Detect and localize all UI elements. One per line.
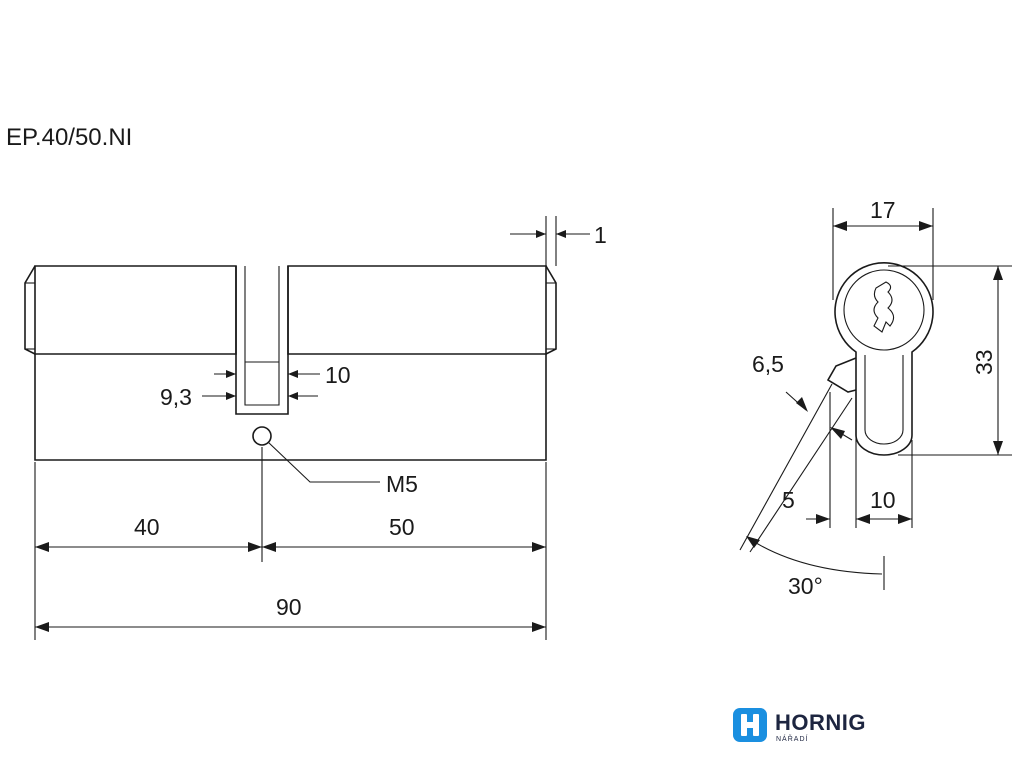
dim-right: 50	[389, 514, 415, 540]
screw-label: M5	[386, 471, 418, 497]
keyway-icon	[873, 281, 895, 333]
dim-ring: 1	[594, 222, 607, 248]
dim-left: 40	[134, 514, 160, 540]
dim-total: 90	[276, 594, 302, 620]
dim-cam-outer: 10	[325, 362, 351, 388]
dim-angle: 30°	[788, 573, 823, 599]
brand-sub: NÁŘADÍ	[776, 734, 808, 743]
screw-hole	[252, 426, 272, 446]
brand-name: HORNIG	[775, 710, 866, 735]
side-view: M5 10 9,3 1 40 50	[24, 216, 607, 640]
hornig-logo-icon	[733, 708, 767, 742]
dim-height: 33	[971, 349, 997, 375]
dim-cam: 6,5	[752, 351, 784, 377]
cam-icon	[826, 357, 857, 393]
dim-width: 17	[870, 197, 896, 223]
brand-logo: HORNIG NÁŘADÍ	[733, 708, 866, 743]
model-title: EP.40/50.NI	[6, 124, 132, 151]
dim-offset: 5	[782, 487, 795, 513]
front-view: 17 33 6,5 5 10 30°	[739, 197, 1012, 599]
plug-circle	[843, 269, 925, 351]
dim-cam-inner: 9,3	[160, 384, 192, 410]
dim-bottom: 10	[870, 487, 896, 513]
